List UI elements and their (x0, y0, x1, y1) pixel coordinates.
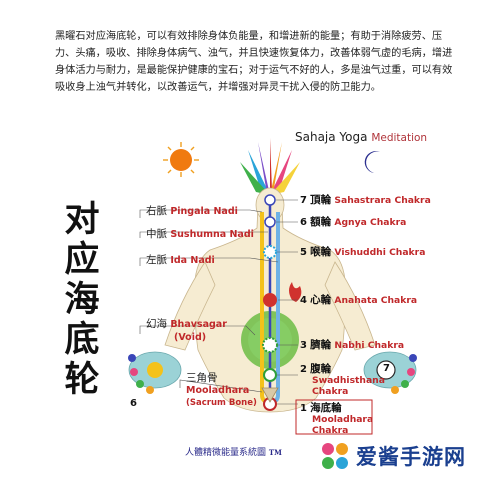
nadi-en: Pingala Nadi (170, 206, 238, 217)
chakra-zh: 心輪 (310, 294, 332, 306)
chakra-num: 3 (300, 340, 307, 351)
chakra-num: 7 (300, 195, 307, 206)
chakra-en: Anahata Chakra (334, 295, 418, 306)
moon-icon (364, 151, 380, 173)
chakra-en: Mooladhara (312, 414, 374, 425)
chakra-label-5: 5 喉輪 Vishuddhi Chakra (300, 244, 425, 259)
chakra-en2: Chakra (312, 425, 349, 436)
right-hand-icon (363, 351, 417, 394)
sacrum-en: Mooladhara (186, 385, 250, 396)
caption-tm: TM (268, 448, 282, 457)
brand-watermark: 爱酱手游网 (312, 434, 492, 478)
chakra-zh: 海底輪 (310, 402, 342, 414)
void-en2: (Void) (174, 332, 207, 343)
crown-lotus-icon (240, 138, 300, 195)
nadi-zh: 左脈 (146, 254, 167, 266)
header-name: Sahaja Yoga (295, 130, 368, 144)
sun-icon (163, 142, 199, 177)
chakra-label-3: 3 臍輪 Nabhi Chakra (300, 337, 404, 352)
chakra-zh: 臍輪 (310, 339, 332, 351)
chakra-en: Sahastrara Chakra (334, 195, 431, 206)
nadi-en: Ida Nadi (170, 255, 215, 266)
chakra-zh: 腹輪 (310, 363, 332, 375)
chakra-zh: 額輪 (310, 216, 332, 228)
chakra-en: Nabhi Chakra (334, 340, 405, 351)
chakra-label-4: 4 心輪 Anahata Chakra (300, 292, 417, 307)
left-hand-icon (128, 351, 182, 394)
void-en: Bhavsagar (170, 319, 227, 330)
chakra-zh: 喉輪 (310, 246, 332, 258)
chakra-6-marker (264, 216, 276, 228)
chakra-4-marker (263, 293, 277, 307)
chakra-num: 5 (300, 247, 307, 258)
title-char: 轮 (64, 359, 100, 400)
right-hand-number: 7 (383, 363, 390, 374)
chakra-en: Agnya Chakra (334, 217, 407, 228)
sacrum-label: 三角骨 Mooladhara (Sacrum Bone) (186, 372, 257, 409)
header-sub: Meditation (371, 132, 428, 144)
chakra-label-2: 2 腹輪 Swadhisthana Chakra (300, 363, 385, 398)
vertical-title: 对 应 海 底 轮 (60, 200, 104, 400)
chakra-markers (262, 194, 278, 411)
nadi-label-pingala: 右脈 Pingala Nadi (146, 203, 238, 218)
intro-paragraph: 黑曜石对应海底轮，可以有效排除身体负能量，和增进新的能量；有助于消除疲劳、压力、… (55, 31, 453, 93)
brand-logo-icon (322, 443, 348, 469)
nadi-label-ida: 左脈 Ida Nadi (146, 252, 215, 267)
chakra-en2: Chakra (312, 386, 349, 397)
chakra-num: 4 (300, 295, 307, 306)
chakra-5-marker (263, 245, 277, 259)
nadi-zh: 右脈 (146, 205, 167, 217)
title-char: 应 (64, 239, 100, 280)
flame-icon (289, 282, 302, 302)
title-char: 底 (64, 319, 100, 360)
chakra-label-7: 7 頂輪 Sahastrara Chakra (300, 192, 431, 207)
right-leader-lines (276, 199, 298, 405)
sacrum-bone-icon (261, 387, 279, 403)
chakra-7-marker (264, 194, 276, 206)
title-char: 海 (64, 279, 100, 320)
nadi-label-sushumna: 中脈 Sushumna Nadi (146, 226, 254, 241)
void-zh: 幻海 (146, 318, 167, 330)
chakra-label-1: 1 海底輪 Mooladhara Chakra (300, 402, 374, 437)
sacrum-zh: 三角骨 (186, 372, 218, 384)
nadi-en: Sushumna Nadi (170, 229, 254, 240)
chakra-num: 1 (300, 403, 307, 414)
sahaja-yoga-header: Sahaja Yoga Meditation (295, 130, 427, 144)
system-caption: 人體精微能量系統圖 TM (185, 445, 282, 458)
chakra-zh: 頂輪 (310, 194, 332, 206)
chakra-num: 6 (300, 217, 307, 228)
brand-name: 爱酱手游网 (356, 445, 466, 469)
left-leader-lines (139, 209, 279, 393)
chakra-3-marker (262, 337, 278, 353)
title-char: 对 (64, 199, 100, 240)
chakra-2-marker (263, 368, 277, 382)
caption-text: 人體精微能量系統圖 (185, 448, 267, 458)
left-hand-number: 6 (130, 398, 137, 409)
void-label: 幻海 Bhavsagar (Void) (146, 318, 227, 344)
mooladhara-highlight-box (295, 399, 373, 435)
chakra-label-6: 6 額輪 Agnya Chakra (300, 214, 406, 229)
chakra-en: Swadhisthana (312, 375, 385, 386)
sacrum-en2: (Sacrum Bone) (186, 398, 257, 408)
chakra-en: Vishuddhi Chakra (334, 247, 426, 258)
nadi-zh: 中脈 (146, 228, 167, 240)
chakra-num: 2 (300, 364, 307, 375)
